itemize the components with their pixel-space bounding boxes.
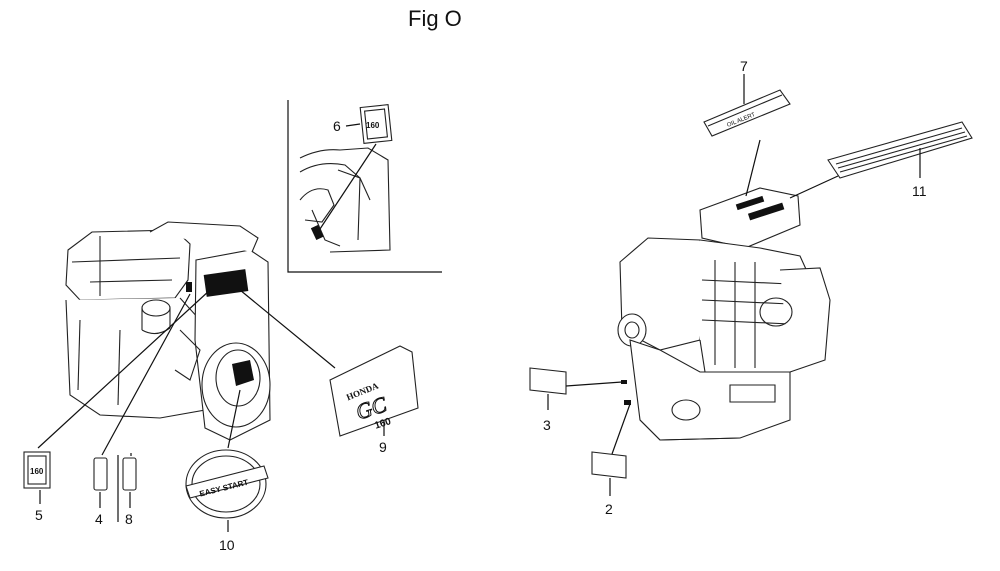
part-number-7: 7: [740, 58, 748, 74]
part-number-8: 8: [125, 511, 133, 527]
inset-detail: [287, 100, 442, 273]
part-3-decal[interactable]: [529, 367, 567, 395]
part-number-4: 4: [95, 511, 103, 527]
part-11-label[interactable]: [827, 121, 973, 179]
part-5-decal[interactable]: 160: [23, 451, 51, 489]
part-7-label[interactable]: OIL ALERT: [703, 89, 791, 137]
part-4-decal[interactable]: [93, 457, 108, 491]
part-6-model-text: 160: [366, 121, 380, 130]
part-6-decal[interactable]: 160: [359, 104, 393, 144]
part-5-model-text: 160: [30, 467, 44, 476]
gc-model-text: 160: [373, 416, 393, 432]
part-number-5: 5: [35, 507, 43, 523]
part-9-emblem[interactable]: HONDA GC 160: [329, 345, 419, 437]
part-2-decal[interactable]: [591, 451, 627, 479]
left-engine-illustration: [65, 221, 271, 441]
leader-lines: [37, 74, 921, 532]
part-8-decal[interactable]: [117, 455, 137, 522]
right-engine-illustration: [617, 187, 831, 441]
part-number-9: 9: [379, 439, 387, 455]
figure-title: Fig O: [408, 6, 462, 31]
part-number-11: 11: [912, 183, 927, 199]
part-10-emblem[interactable]: EASY START: [185, 449, 269, 519]
part-number-3: 3: [543, 417, 551, 433]
part-number-6: 6: [333, 118, 341, 134]
part-number-2: 2: [605, 501, 613, 517]
part-number-10: 10: [219, 537, 235, 553]
